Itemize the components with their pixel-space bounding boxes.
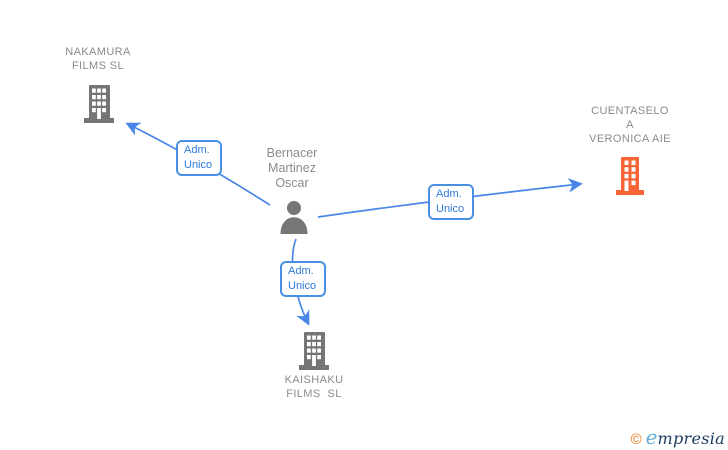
edge-label-adm-unico-nakamura: Adm. Unico <box>176 140 222 176</box>
company-name-line: A <box>626 119 634 131</box>
person-name-line: Oscar <box>275 176 309 190</box>
building-icon-cuentaselo[interactable] <box>612 156 648 196</box>
empresia-wordmark: empresia <box>645 425 725 449</box>
company-name-line: VERONICA AIE <box>589 133 671 145</box>
building-icon-nakamura[interactable] <box>81 84 117 124</box>
company-name-line: CUENTASELO <box>591 105 669 117</box>
person-label-bernacer[interactable]: Bernacer Martinez Oscar <box>240 146 344 191</box>
company-label-kaishaku[interactable]: KAISHAKU FILMS SL <box>254 373 374 401</box>
person-icon[interactable] <box>278 200 310 234</box>
company-name-line: FILMS SL <box>286 388 342 400</box>
company-name-line: NAKAMURA <box>65 46 131 58</box>
company-label-cuentaselo[interactable]: CUENTASELO A VERONICA AIE <box>570 104 690 146</box>
person-name-line: Bernacer <box>266 146 318 160</box>
person-name-line: Martinez <box>268 161 316 175</box>
empresia-logo[interactable]: © empresia <box>631 427 725 447</box>
copyright-icon: © <box>630 431 642 448</box>
company-name-line: FILMS SL <box>71 60 125 72</box>
company-label-nakamura[interactable]: NAKAMURA FILMS SL <box>38 45 158 73</box>
company-name-line: KAISHAKU <box>284 374 344 386</box>
building-icon-kaishaku[interactable] <box>296 331 332 371</box>
edge-label-adm-unico-cuentaselo: Adm. Unico <box>428 184 474 220</box>
edge-label-adm-unico-kaishaku: Adm. Unico <box>280 261 326 297</box>
